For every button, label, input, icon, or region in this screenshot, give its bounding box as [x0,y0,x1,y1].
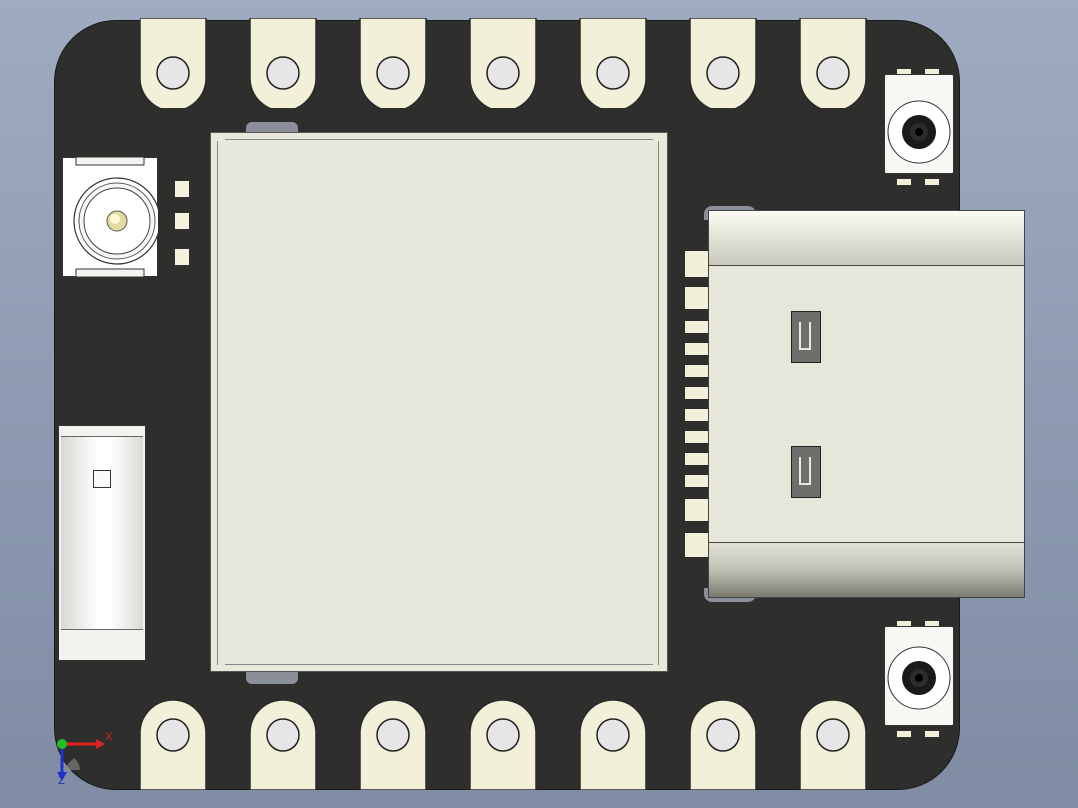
button-body [884,74,954,174]
antenna-tab [174,248,190,266]
button-tab [896,178,912,186]
shield-edge-top [225,139,653,140]
top-pad-4[interactable] [469,18,537,108]
bottom-pad-4[interactable] [469,700,537,790]
button-tab [924,178,940,186]
bottom-pad-1[interactable] [140,700,207,790]
shield-edge-right [658,141,659,665]
button-cap-icon [887,100,951,164]
button-tab [924,730,940,738]
top-pad-3[interactable] [359,18,427,108]
bottom-pad-2[interactable] [249,700,317,790]
boot-button[interactable] [884,68,954,186]
usb-pin [684,408,710,422]
button-tab [896,730,912,738]
axis-triad[interactable]: X Z [50,728,120,788]
bottom-pad-5[interactable] [579,700,647,790]
usb-shell-slot-upper [791,311,821,363]
axis-z-label: Z [58,775,65,787]
shield-tab-top [246,122,298,134]
usb-pin [684,498,710,522]
usb-pin [684,430,710,444]
usb-pin [684,452,710,466]
usb-pin [684,286,710,310]
battery-connector-latch [93,470,111,488]
top-pad-7[interactable] [799,18,867,108]
antenna-tab [174,212,190,230]
bottom-pad-row [140,700,867,790]
button-cap-icon [887,646,951,710]
usb-pin [684,342,710,356]
antenna-tab [174,180,190,198]
usb-pin [684,364,710,378]
usb-pin-column [684,250,710,558]
axis-x-label: X [105,731,113,743]
top-pad-6[interactable] [689,18,757,108]
usb-c-connector[interactable] [708,210,1025,598]
bottom-pad-3[interactable] [359,700,427,790]
top-pad-5[interactable] [579,18,647,108]
top-pad-row [140,18,867,108]
antenna-connector[interactable] [62,157,158,277]
usb-shell-bottom [709,542,1024,597]
usb-shell-slot-lower [791,446,821,498]
shield-edge-bottom [225,664,653,665]
shield-tab-bottom [246,672,298,684]
reset-button[interactable] [884,620,954,738]
axis-triad-icon [57,739,105,781]
usb-shell-top [709,211,1024,266]
usb-pin [684,386,710,400]
rf-shield-can[interactable] [210,132,668,672]
usb-pin [684,320,710,334]
usb-pin [684,250,710,278]
battery-connector-body [61,436,143,630]
top-pad-2[interactable] [249,18,317,108]
bottom-pad-7[interactable] [799,700,867,790]
usb-pin [684,474,710,488]
battery-connector[interactable] [58,425,146,661]
antenna-socket-icon [73,157,158,277]
usb-pin [684,532,710,558]
button-body [884,626,954,726]
top-pad-1[interactable] [140,18,207,108]
bottom-pad-6[interactable] [689,700,757,790]
shield-edge-left [217,141,218,665]
